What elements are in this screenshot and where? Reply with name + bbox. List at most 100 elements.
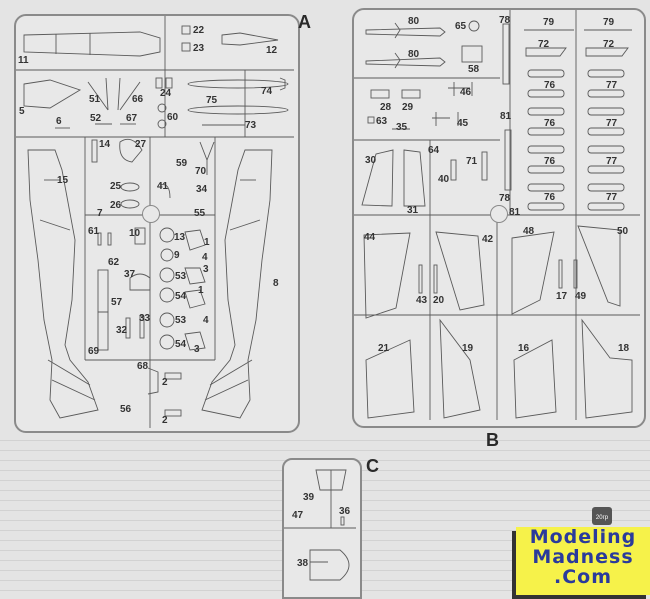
- part-label: 26: [110, 200, 122, 211]
- part-label: 81: [500, 111, 512, 122]
- sprue-b-hub: [490, 205, 508, 223]
- part-label: 34: [196, 184, 208, 195]
- part-label: 80: [408, 16, 420, 27]
- part-label: 29: [402, 102, 414, 113]
- part-label: 47: [292, 510, 304, 521]
- part-label: 21: [378, 343, 390, 354]
- part-label: 63: [376, 116, 388, 127]
- part-label: 51: [89, 94, 101, 105]
- part-label: 6: [56, 116, 62, 127]
- sprue-a-hub: [142, 205, 160, 223]
- sprue-b-runners: [354, 10, 640, 420]
- sprue-b-letter: B: [486, 430, 499, 450]
- part-label: 8: [273, 278, 279, 289]
- part-label: 76: [544, 80, 556, 91]
- part-label: 13: [174, 232, 186, 243]
- part-label: 38: [297, 558, 309, 569]
- part-label: 30: [365, 155, 377, 166]
- part-label: 44: [364, 232, 376, 243]
- logo-line: Madness: [532, 546, 634, 568]
- part-label: 46: [460, 87, 472, 98]
- part-label: 7: [97, 208, 103, 219]
- part-label: 78: [499, 15, 511, 26]
- part-label: 54: [175, 339, 187, 350]
- part-label: 69: [88, 346, 100, 357]
- part-label: 76: [544, 156, 556, 167]
- modeling-madness-logo: Modeling Madness .Com: [516, 527, 650, 595]
- part-label: 36: [339, 506, 351, 517]
- part-label: 62: [108, 257, 120, 268]
- part-label: 2: [162, 377, 168, 388]
- part-label: 75: [206, 95, 218, 106]
- part-label: 17: [556, 291, 568, 302]
- part-label: 24: [160, 88, 172, 99]
- part-label: 35: [396, 122, 408, 133]
- part-label: 60: [167, 112, 179, 123]
- part-label: 53: [175, 271, 187, 282]
- part-label: 79: [543, 17, 555, 28]
- part-label: 45: [457, 118, 469, 129]
- part-label: 3: [194, 344, 200, 355]
- part-label: 37: [124, 269, 136, 280]
- part-label: 71: [466, 156, 478, 167]
- part-label: 25: [110, 181, 122, 192]
- part-label: 64: [428, 145, 440, 156]
- part-label: 72: [538, 39, 550, 50]
- part-label: 22: [193, 25, 205, 36]
- background-text-line: [0, 450, 650, 451]
- part-label: 67: [126, 113, 138, 124]
- part-label: 73: [245, 120, 257, 131]
- part-label: 4: [203, 315, 209, 326]
- bomb-rows: [527, 69, 625, 211]
- part-label: 16: [518, 343, 530, 354]
- part-label: 65: [455, 21, 467, 32]
- part-label: 53: [175, 315, 187, 326]
- sprue-a-runners: [16, 16, 294, 428]
- part-label: 1: [204, 237, 210, 248]
- part-label: 74: [261, 86, 273, 97]
- part-label: 68: [137, 361, 149, 372]
- part-label: 50: [617, 226, 629, 237]
- part-label: 72: [603, 39, 615, 50]
- sprue-a-letter: A: [298, 12, 311, 32]
- part-label: 41: [157, 181, 169, 192]
- part-label: 78: [499, 193, 511, 204]
- sprue-c-frame: [282, 458, 362, 599]
- part-label: 28: [380, 102, 392, 113]
- part-label: 42: [482, 234, 494, 245]
- part-label: 39: [303, 492, 315, 503]
- part-label: 76: [544, 118, 556, 129]
- part-label: 15: [57, 175, 69, 186]
- part-label: 12: [266, 45, 278, 56]
- part-label: 49: [575, 291, 587, 302]
- logo-line: .Com: [553, 566, 612, 588]
- part-label: 56: [120, 404, 132, 415]
- sprue-c-letter: C: [366, 456, 379, 476]
- part-label: 14: [99, 139, 111, 150]
- part-label: 77: [606, 156, 618, 167]
- background-text-line: [0, 440, 650, 441]
- part-label: 31: [407, 205, 419, 216]
- part-label: 61: [88, 226, 100, 237]
- part-label: 3: [203, 264, 209, 275]
- part-label: 27: [135, 139, 147, 150]
- part-label: 1: [198, 285, 204, 296]
- part-label: 10: [129, 228, 141, 239]
- part-label: 79: [603, 17, 615, 28]
- part-label: 76: [544, 192, 556, 203]
- logo-line: Modeling: [529, 526, 637, 548]
- weight-icon: 20гр: [592, 507, 612, 525]
- part-label: 43: [416, 295, 428, 306]
- part-label: 11: [18, 55, 29, 66]
- part-label: 52: [90, 113, 102, 124]
- part-label: 5: [19, 106, 25, 117]
- part-label: 23: [193, 43, 205, 54]
- part-label: 77: [606, 80, 618, 91]
- part-label: 81: [509, 207, 521, 218]
- part-label: 66: [132, 94, 144, 105]
- part-label: 57: [111, 297, 123, 308]
- part-label: 77: [606, 192, 618, 203]
- part-label: 58: [468, 64, 480, 75]
- part-label: 40: [438, 174, 450, 185]
- part-label: 55: [194, 208, 206, 219]
